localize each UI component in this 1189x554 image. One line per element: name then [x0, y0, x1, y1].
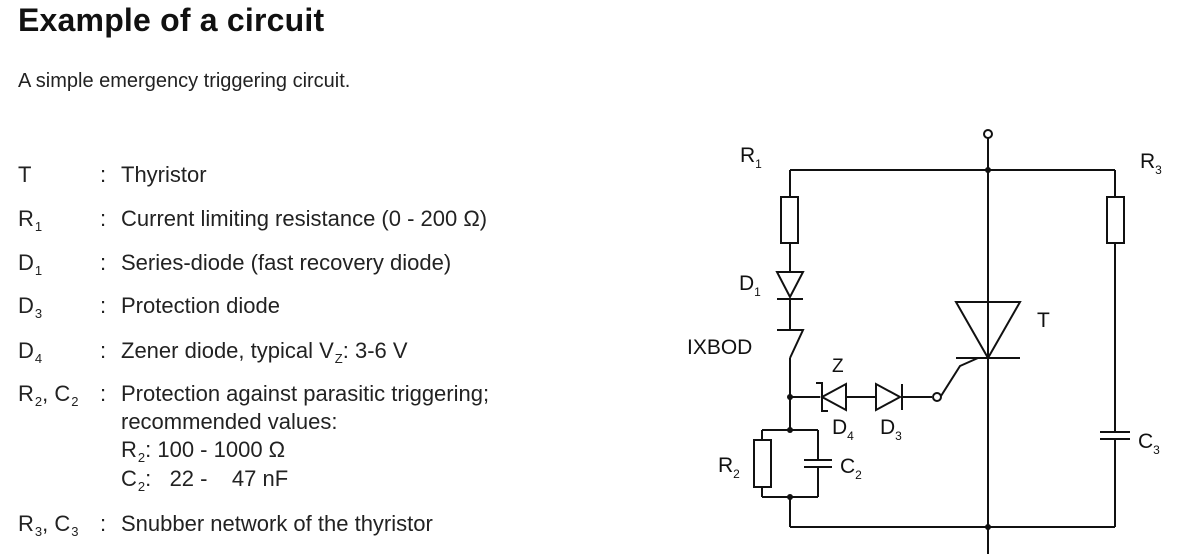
legend-colon: : — [100, 206, 107, 231]
recommended-c2-value: C2: 22 - 47 nF — [121, 466, 289, 494]
label-t: T — [1037, 309, 1050, 332]
legend-colon: : — [100, 338, 107, 363]
junction-dot — [985, 167, 991, 173]
legend-colon: : — [100, 293, 107, 318]
legend-description-cont: recommended values: — [121, 409, 338, 434]
junction-dot — [787, 394, 793, 400]
page-title: Example of a circuit — [18, 2, 325, 38]
legend-colon: : — [100, 250, 107, 275]
zener-d4 — [819, 382, 847, 412]
thyristor-gate — [940, 357, 979, 397]
legend-description: Protection diode — [121, 293, 280, 318]
label-d4: D4 — [832, 416, 854, 443]
resistor-r1 — [780, 196, 799, 244]
legend-symbol: D3 — [18, 293, 43, 321]
zener-d4-bar — [816, 382, 828, 412]
junction-dot — [787, 494, 793, 500]
legend-colon: : — [100, 511, 107, 536]
junction-dot — [787, 427, 793, 433]
label-d3: D3 — [880, 416, 902, 443]
gate-terminal — [932, 392, 942, 402]
diode-d3 — [875, 382, 903, 412]
label-r1: R1 — [740, 144, 762, 171]
thyristor-t — [954, 301, 1022, 361]
junction-dot — [985, 524, 991, 530]
ixbod-body — [789, 329, 805, 359]
label-z: Z — [832, 356, 844, 377]
legend-description: Series-diode (fast recovery diode) — [121, 250, 452, 275]
legend-colon: : — [100, 381, 107, 406]
recommended-r2-value: R2: 100 - 1000 Ω — [121, 437, 286, 465]
label-d1: D1 — [739, 272, 761, 299]
legend-symbol: R1 — [18, 206, 43, 234]
legend-symbol: R2, C2 — [18, 381, 79, 409]
resistor-r3 — [1106, 196, 1125, 244]
top-terminal — [983, 129, 993, 139]
legend-description: Current limiting resistance (0 - 200 Ω) — [121, 206, 488, 231]
legend-colon: : — [100, 162, 107, 187]
label-c2: C2 — [840, 455, 862, 482]
legend-symbol: R3, C3 — [18, 511, 79, 539]
legend-description: Zener diode, typical VZ: 3-6 V — [121, 338, 408, 366]
label-r2: R2 — [718, 454, 740, 481]
legend-description: Thyristor — [121, 162, 207, 187]
label-c3: C3 — [1138, 430, 1160, 457]
resistor-r2 — [753, 439, 772, 488]
legend-symbol: T — [18, 162, 32, 187]
legend-symbol: D4 — [18, 338, 43, 366]
label-r3: R3 — [1140, 150, 1162, 177]
label-ixbod: IXBOD — [687, 336, 752, 359]
legend-description: Protection against parasitic triggering; — [121, 381, 490, 406]
diode-d1 — [775, 271, 805, 300]
legend-description: Snubber network of the thyristor — [121, 511, 433, 536]
legend-symbol: D1 — [18, 250, 43, 278]
page-subtitle: A simple emergency triggering circuit. — [18, 70, 351, 92]
